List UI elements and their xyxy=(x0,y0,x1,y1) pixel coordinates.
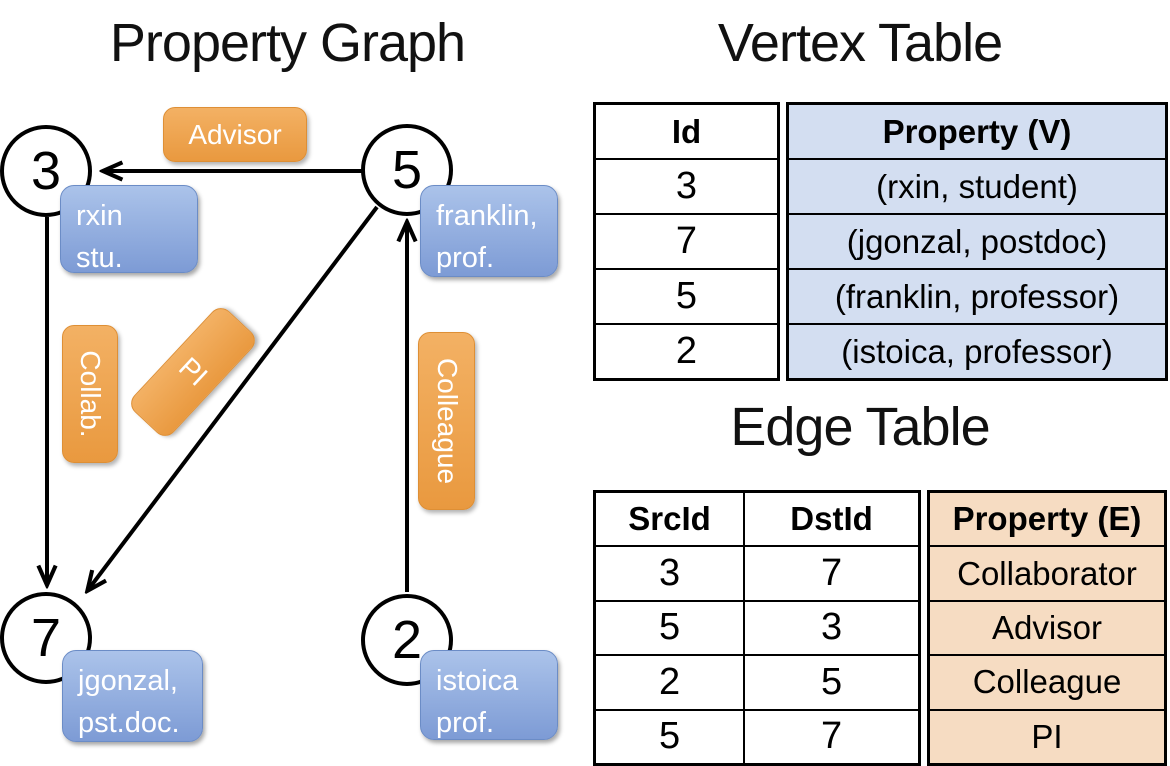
table-cell: (jgonzal, postdoc) xyxy=(789,213,1165,268)
table-cell: (istoica, professor) xyxy=(789,323,1165,378)
table-cell: 7 xyxy=(745,708,918,763)
vertex-table-property-column: Property (V) (rxin, student) (jgonzal, p… xyxy=(786,102,1168,381)
edge-table-title: Edge Table xyxy=(730,397,990,457)
table-cell: 2 xyxy=(596,654,744,708)
node-2: 2 xyxy=(361,594,453,686)
column-header: Property (V) xyxy=(882,112,1072,150)
callout-line: istoica xyxy=(436,665,519,697)
column-header: Id xyxy=(671,112,702,150)
column-header: Property (E) xyxy=(952,500,1142,538)
table-cell: 3 xyxy=(596,158,777,213)
node-5: 5 xyxy=(361,124,453,216)
callout-line: prof. xyxy=(436,242,495,275)
table-cell: 5 xyxy=(745,654,918,708)
table-cell: 3 xyxy=(745,599,918,654)
node-3-id: 3 xyxy=(30,141,62,201)
property-graph-panel: Property Graph 3 5 7 2 rxin stu. frankli… xyxy=(0,0,585,760)
edge-label-text: Colleague xyxy=(431,357,463,485)
table-cell: 7 xyxy=(745,545,918,599)
callout-line: rxin xyxy=(76,200,123,232)
table-cell: Collaborator xyxy=(930,545,1164,599)
edge-table-srcid-column: SrcId 3 5 2 5 xyxy=(596,493,744,763)
table-cell: Colleague xyxy=(930,654,1164,708)
callout-line: prof. xyxy=(436,707,495,740)
callout-line: franklin, xyxy=(436,200,538,232)
node-2-id: 2 xyxy=(391,610,423,670)
table-cell: Advisor xyxy=(930,599,1164,654)
table-cell: 7 xyxy=(596,213,777,268)
edge-label-text: Advisor xyxy=(188,118,282,150)
table-cell: (franklin, professor) xyxy=(789,268,1165,323)
callout-line: pst.doc. xyxy=(78,707,180,740)
table-cell: PI xyxy=(930,708,1164,763)
edge-pi-arrow xyxy=(88,205,379,590)
edge-label-collab: Collab. xyxy=(62,325,118,463)
vertex-property-callout-istoica: istoica prof. xyxy=(420,650,558,740)
edge-table-id-columns: SrcId 3 5 2 5 DstId 7 3 5 7 xyxy=(593,490,921,766)
column-header: DstId xyxy=(790,500,873,538)
table-cell: 3 xyxy=(596,545,744,599)
edge-label-text: PI xyxy=(173,351,214,392)
table-cell: 5 xyxy=(596,599,744,654)
column-header: SrcId xyxy=(628,500,711,538)
graph-edges-layer xyxy=(0,0,585,760)
edge-table-property-column: Property (E) Collaborator Advisor Collea… xyxy=(927,490,1167,766)
vertex-table-title: Vertex Table xyxy=(717,13,1003,73)
table-cell: 5 xyxy=(596,708,744,763)
table-cell: (rxin, student) xyxy=(789,158,1165,213)
vertex-property-callout-franklin: franklin, prof. xyxy=(420,185,558,277)
edge-table-dstid-column: DstId 7 3 5 7 xyxy=(743,493,918,763)
vertex-property-callout-rxin: rxin stu. xyxy=(60,185,198,274)
vertex-table: Id 3 7 5 2 Property (V) (rxin, student) … xyxy=(593,102,1168,381)
vertex-property-callout-jgonzal: jgonzal, pst.doc. xyxy=(62,650,203,742)
edge-table: SrcId 3 5 2 5 DstId 7 3 5 7 Property (E)… xyxy=(593,490,1167,766)
callout-line: stu. xyxy=(76,242,123,275)
table-cell: 5 xyxy=(596,268,777,323)
table-cell: 2 xyxy=(596,323,777,378)
node-7-id: 7 xyxy=(30,608,62,668)
edge-label-colleague: Colleague xyxy=(418,332,475,510)
graph-title: Property Graph xyxy=(109,13,466,73)
node-5-id: 5 xyxy=(391,140,423,200)
edge-label-advisor: Advisor xyxy=(163,107,307,162)
vertex-table-id-column: Id 3 7 5 2 xyxy=(593,102,780,381)
callout-line: jgonzal, xyxy=(78,665,178,697)
edge-label-text: Collab. xyxy=(75,350,106,438)
